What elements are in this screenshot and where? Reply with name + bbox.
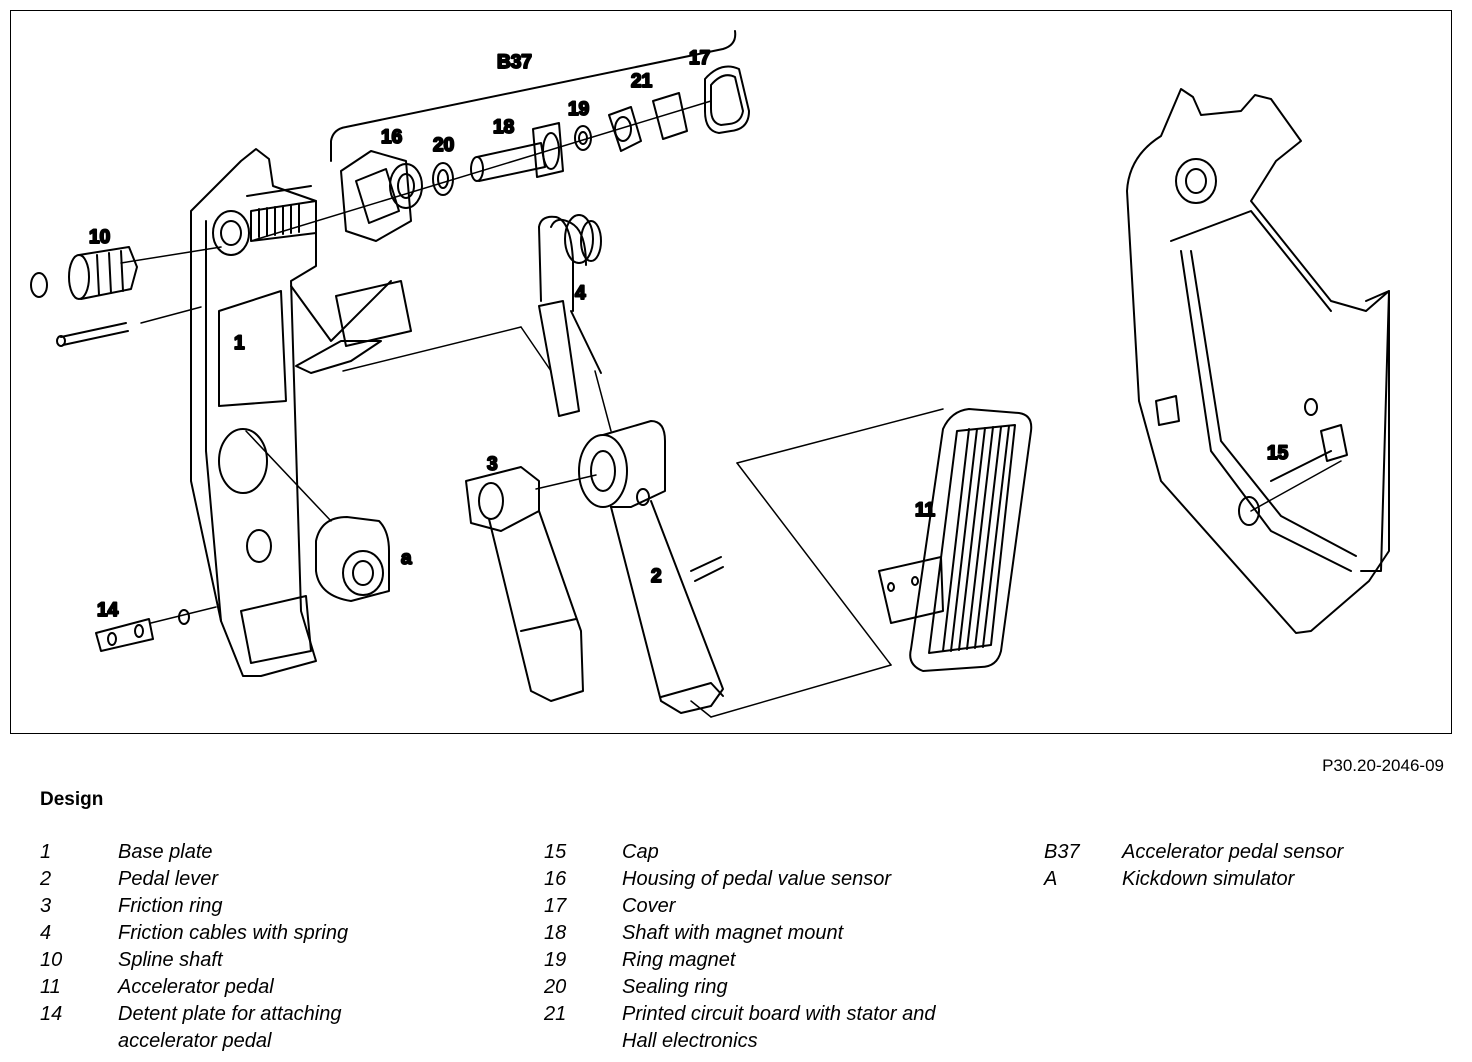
spline-shaft (30, 246, 138, 347)
callout-16: 16 (381, 127, 402, 148)
sealing-ring (432, 162, 454, 196)
detent-plate (95, 609, 190, 652)
legend-number: 1 (40, 841, 52, 863)
callout-17: 17 (689, 48, 710, 69)
legend-number: 4 (40, 922, 52, 944)
legend-number: 11 (40, 976, 61, 998)
callout-2: 2 (651, 566, 662, 587)
legend-item: 14 Detent plate for attaching (40, 1001, 348, 1028)
legend-text: Detent plate for attaching (118, 1003, 342, 1025)
callout-a: a (401, 548, 412, 569)
callout-14: 14 (97, 600, 119, 621)
magnet-shaft (470, 122, 564, 182)
callout-4: 4 (575, 283, 586, 304)
legend-number: 3 (40, 895, 52, 917)
callout-3: 3 (487, 454, 498, 475)
legend-text: Accelerator pedal sensor (1122, 841, 1344, 863)
legend-text: Kickdown simulator (1122, 868, 1295, 890)
circuit-board (608, 92, 688, 152)
figure-reference: P30.20-2046-09 (1322, 756, 1444, 775)
legend-item: 4 Friction cables with spring (40, 920, 348, 947)
legend-item: B37 Accelerator pedal sensor (1044, 839, 1343, 866)
legend-column-2: 15 Cap 16 Housing of pedal value sensor 17… (544, 839, 936, 1055)
callout-21: 21 (631, 71, 653, 92)
legend-text: Cover (622, 895, 676, 917)
ring-magnet (574, 125, 592, 151)
pedal-lever (578, 420, 724, 714)
legend-item: 20 Sealing ring (544, 974, 936, 1001)
legend-number: 19 (544, 949, 567, 971)
legend-number: 14 (40, 1003, 63, 1025)
accelerator-pedal (878, 408, 1033, 672)
friction-cables (538, 214, 602, 417)
legend-item: 15 Cap (544, 839, 936, 866)
legend-item: 1 Base plate (40, 839, 348, 866)
callout-10: 10 (89, 227, 110, 248)
sensor-connector (250, 200, 412, 374)
callout-20: 20 (433, 135, 454, 156)
legend-text: Hall electronics (622, 1030, 758, 1052)
kickdown-simulator (315, 516, 390, 602)
legend-item: 21 Printed circuit board with stator and (544, 1001, 936, 1028)
legend-text: Pedal lever (118, 868, 219, 890)
callout-18: 18 (493, 117, 514, 138)
legend-text: Cap (622, 841, 659, 863)
legend-item: 3 Friction ring (40, 893, 348, 920)
legend-text: accelerator pedal (118, 1030, 272, 1052)
legend-number (40, 1028, 118, 1055)
legend-text: Housing of pedal value sensor (622, 868, 892, 890)
friction-ring (465, 466, 584, 702)
legend-number: 15 (544, 841, 567, 863)
legend-text: Spline shaft (118, 949, 223, 971)
legend-item: A Kickdown simulator (1044, 866, 1343, 893)
legend-number: 20 (544, 976, 567, 998)
assembled-pedal-module (1126, 88, 1390, 634)
legend-item: 10 Spline shaft (40, 947, 348, 974)
section-heading: Design (40, 789, 104, 810)
legend-item: 17 Cover (544, 893, 936, 920)
legend-number: 18 (544, 922, 567, 944)
legend-text: Base plate (118, 841, 213, 863)
legend-item: accelerator pedal (40, 1028, 348, 1055)
callout-1: 1 (234, 333, 245, 354)
callout-11: 11 (915, 500, 936, 521)
sensor-cover (704, 65, 750, 134)
legend-text: Sealing ring (622, 976, 728, 998)
legend-item: 18 Shaft with magnet mount (544, 920, 936, 947)
b37-bracket (330, 30, 737, 162)
legend-item: 16 Housing of pedal value sensor (544, 866, 936, 893)
legend-number: 10 (40, 949, 63, 971)
legend-number: 2 (40, 868, 52, 890)
legend-text: Accelerator pedal (118, 976, 274, 998)
legend-number: B37 (1044, 841, 1080, 863)
legend-number (544, 1028, 622, 1055)
legend-number: 17 (544, 895, 567, 917)
legend-item: Hall electronics (544, 1028, 936, 1055)
legend-text: Friction cables with spring (118, 922, 349, 944)
callout-b37: B37 (497, 52, 532, 73)
legend-column-3: B37 Accelerator pedal sensor A Kickdown si… (1044, 839, 1343, 893)
legend-item: 11 Accelerator pedal (40, 974, 348, 1001)
legend-number: A (1044, 868, 1058, 890)
base-plate (190, 148, 392, 677)
legend-text: Ring magnet (622, 949, 736, 971)
legend-item: 19 Ring magnet (544, 947, 936, 974)
callout-15: 15 (1267, 443, 1289, 464)
exploded-diagram: B37 17 21 19 18 20 16 10 4 1 3 2 11 15 1… (10, 10, 1452, 734)
legend-number: 16 (544, 868, 567, 890)
callout-19: 19 (568, 99, 589, 120)
legend-item: 2 Pedal lever (40, 866, 348, 893)
legend-text: Printed circuit board with stator and (622, 1003, 936, 1025)
legend-number: 21 (544, 1003, 567, 1025)
sensor-housing (340, 150, 423, 242)
legend-text: Shaft with magnet mount (622, 922, 844, 944)
legend-text: Friction ring (118, 895, 223, 917)
